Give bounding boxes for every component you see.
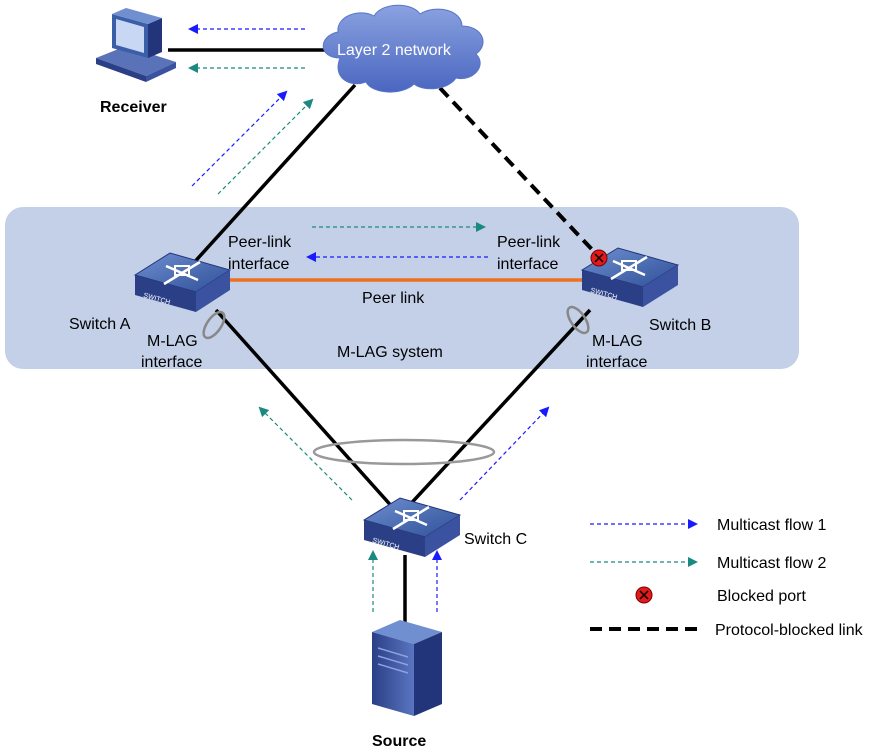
legend-protocol-blocked-label: Protocol-blocked link [715,622,864,639]
receiver-pc-icon [96,8,176,82]
protocol-blocked-link [438,86,602,260]
mlag-interface-b-line2: interface [586,354,647,371]
lag-ellipse-a [202,310,226,340]
source-server-icon [372,620,442,716]
legend: Multicast flow 1 Multicast flow 2 Blocke… [590,517,864,639]
cloud-label: Layer 2 network [337,42,452,59]
switch-a-icon: SWITCH [133,252,232,312]
receiver-label: Receiver [100,99,167,116]
blocked-port-icon [590,249,608,267]
legend-flow2-label: Multicast flow 2 [717,555,826,572]
link-switch-b-switch-c [403,308,592,512]
legend-blocked-port-label: Blocked port [717,588,806,605]
flow1-arrow-c-to-b [459,406,550,501]
mlag-interface-a-line1: M-LAG [147,333,198,350]
peer-link-interface-a-line1: Peer-link [228,234,292,251]
switch-c-label: Switch C [464,531,527,548]
mlag-system-label: M-LAG system [337,344,443,361]
source-label: Source [372,733,426,750]
legend-flow1-label: Multicast flow 1 [717,517,826,534]
flow2-arrow-up-a [217,98,314,195]
switch-a-label: Switch A [69,316,131,333]
lag-ellipse-b [566,305,590,335]
layer2-network-cloud: Layer 2 network [322,4,484,93]
peer-link-interface-b-line2: interface [497,256,558,273]
peer-link-interface-b-line1: Peer-link [497,234,561,251]
mlag-interface-a-line2: interface [141,354,202,371]
peer-link-label: Peer link [362,290,425,307]
legend-blocked-port-icon [635,586,653,604]
mlag-interface-b-line1: M-LAG [592,333,643,350]
switch-c-icon: SWITCH [362,497,462,557]
flow2-arrow-c-to-a [258,406,353,501]
peer-link-interface-a-line2: interface [228,256,289,273]
link-cloud-switch-a [188,83,357,269]
link-switch-a-switch-c [214,308,397,512]
switch-b-label: Switch B [649,317,711,334]
flow1-arrow-up-a [191,90,288,187]
lag-ellipse-main [312,438,496,466]
